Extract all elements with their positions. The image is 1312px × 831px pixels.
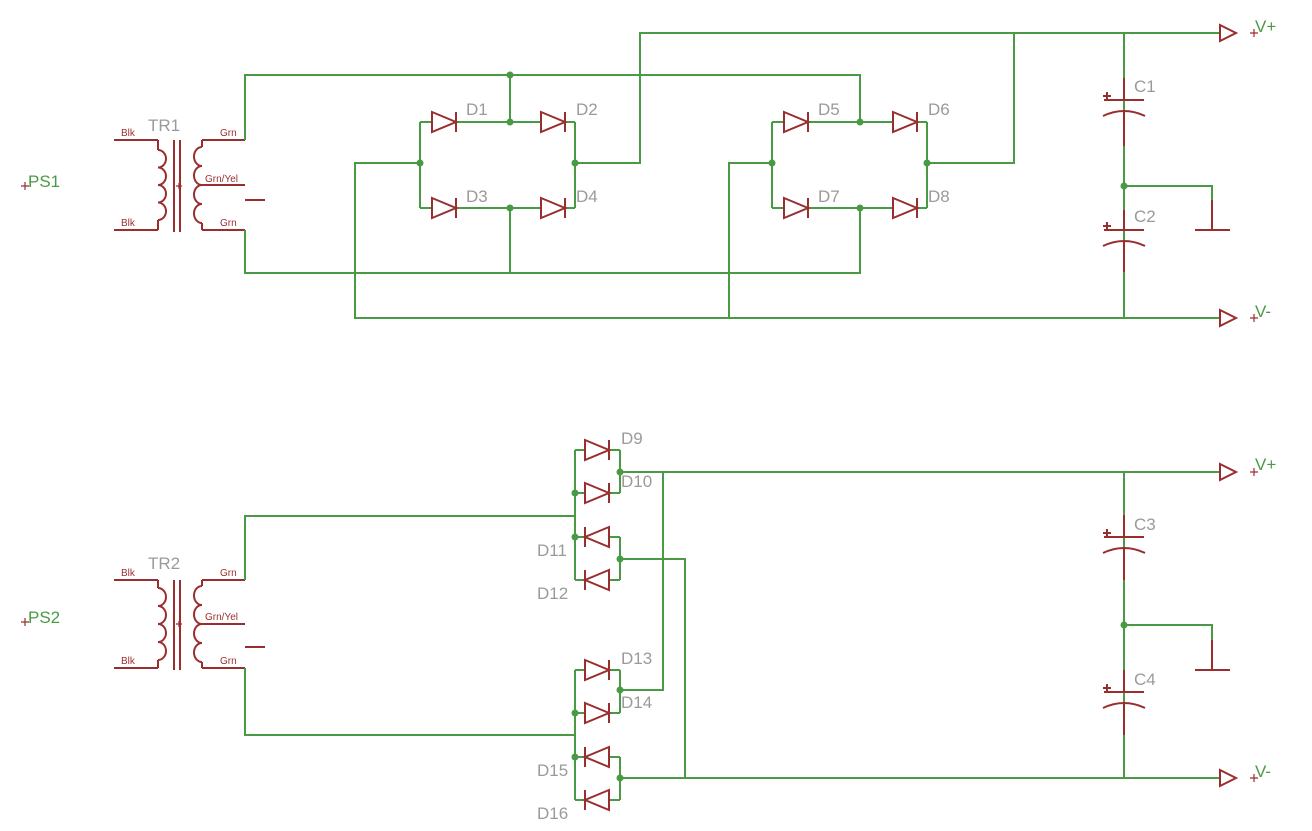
- ps1-label: PS1: [28, 172, 60, 191]
- ps2-junctions: [571, 468, 1128, 782]
- diode-d8: D8: [892, 187, 950, 220]
- diode-d6: D6: [892, 100, 950, 134]
- transformer-tr2: TR2 Blk Blk Grn Grn/Yel Grn: [114, 554, 265, 670]
- tr1-pin-s1: Grn: [220, 128, 237, 139]
- ps2-label: PS2: [28, 608, 60, 627]
- tr2-pin-ct: Grn/Yel: [205, 612, 238, 623]
- ps1-vminus-port: V-: [1219, 302, 1271, 328]
- transformer-tr1: TR1 Blk Blk Grn Grn/Yel Grn: [114, 116, 265, 232]
- svg-text:V+: V+: [1255, 17, 1276, 36]
- diode-d4: D4: [540, 187, 598, 220]
- svg-text:D5: D5: [818, 100, 840, 119]
- svg-text:C1: C1: [1134, 77, 1156, 96]
- diode-d9: D9: [584, 429, 643, 462]
- diode-d14: D14: [584, 693, 652, 725]
- tr2-pin-p1: Blk: [121, 568, 136, 579]
- svg-text:C2: C2: [1134, 207, 1156, 226]
- ps2-section: PS2 TR2 Blk Blk Grn Grn/Yel Grn: [21, 429, 1276, 823]
- tr1-pin-p1: Blk: [121, 128, 136, 139]
- diode-d12: D12: [537, 568, 610, 603]
- diode-d10: D10: [584, 472, 652, 505]
- diode-d16: D16: [537, 788, 610, 823]
- svg-text:D10: D10: [621, 472, 652, 491]
- ps1-junctions: [416, 71, 1128, 212]
- capacitor-c1: C1: [1102, 77, 1156, 146]
- svg-text:D6: D6: [928, 100, 950, 119]
- ps2-vminus-port: V-: [1219, 762, 1271, 788]
- tr2-pin-s1: Grn: [220, 568, 237, 579]
- svg-text:V-: V-: [1255, 302, 1271, 321]
- svg-text:D12: D12: [537, 584, 568, 603]
- ps1-vplus-port: V+: [1219, 17, 1276, 43]
- ground-symbol: [1195, 640, 1230, 671]
- diode-d15: D15: [537, 745, 610, 780]
- ps2-wires: [244, 449, 1220, 801]
- svg-text:D8: D8: [928, 187, 950, 206]
- capacitor-c4: C4: [1102, 670, 1156, 735]
- diode-d2: D2: [540, 100, 598, 134]
- svg-text:D1: D1: [466, 100, 488, 119]
- svg-text:D3: D3: [466, 187, 488, 206]
- svg-text:D14: D14: [621, 693, 652, 712]
- svg-text:C3: C3: [1134, 515, 1156, 534]
- tr1-pin-s2: Grn: [220, 218, 237, 229]
- svg-text:V+: V+: [1255, 455, 1276, 474]
- ps2-vplus-port: V+: [1219, 455, 1276, 482]
- svg-text:D2: D2: [576, 100, 598, 119]
- tr2-label: TR2: [148, 554, 180, 573]
- svg-text:D9: D9: [621, 429, 643, 448]
- svg-text:D16: D16: [537, 804, 568, 823]
- svg-text:D15: D15: [537, 761, 568, 780]
- svg-text:C4: C4: [1134, 670, 1156, 689]
- tr1-pin-ct: Grn/Yel: [205, 174, 238, 185]
- tr2-pin-p2: Blk: [121, 656, 136, 667]
- ps1-section: PS1 TR1 Blk Blk Grn Grn/Yel Grn: [21, 17, 1276, 328]
- diode-d3: D3: [431, 187, 488, 220]
- ps1-wires: [244, 32, 1220, 319]
- ground-symbol: [1195, 200, 1230, 231]
- capacitor-c3: C3: [1102, 515, 1156, 580]
- svg-text:D7: D7: [818, 187, 840, 206]
- tr2-pin-s2: Grn: [220, 656, 237, 667]
- svg-text:D4: D4: [576, 187, 598, 206]
- diode-d13: D13: [584, 649, 652, 682]
- tr1-pin-p2: Blk: [121, 218, 136, 229]
- svg-text:D11: D11: [537, 541, 567, 560]
- svg-text:D13: D13: [621, 649, 652, 668]
- tr1-label: TR1: [148, 116, 180, 135]
- capacitor-c2: C2: [1102, 207, 1156, 272]
- diode-d11: D11: [537, 525, 610, 560]
- diode-d5: D5: [783, 100, 840, 134]
- svg-text:V-: V-: [1255, 762, 1271, 781]
- diode-d1: D1: [431, 100, 488, 134]
- diode-d7: D7: [783, 187, 840, 220]
